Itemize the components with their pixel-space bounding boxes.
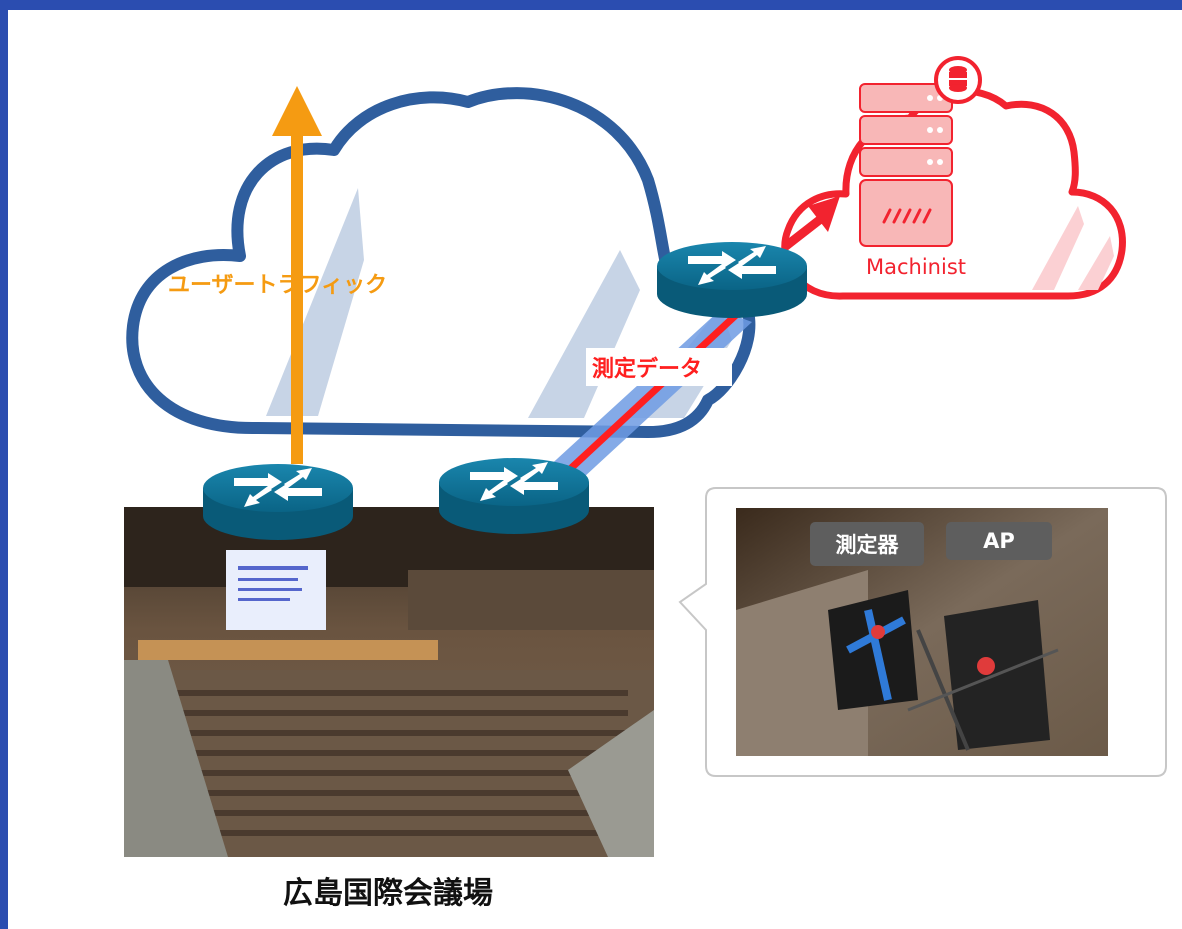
venue-caption: 広島国際会議場 <box>283 876 493 911</box>
user-traffic-label: ユーザートラフィック <box>168 273 387 298</box>
user-traffic-arrow <box>272 86 322 464</box>
measurement-data-label: 測定データ <box>592 356 702 382</box>
machinist-label: Machinist <box>866 255 966 279</box>
ap-tag: AP <box>946 522 1052 560</box>
conference-hall-photo <box>124 507 654 857</box>
router-icon <box>439 458 589 534</box>
upload-arrow <box>781 196 840 251</box>
network-diagram: ユーザートラフィック 測定データ Machinist <box>124 56 1167 857</box>
measurement-device-tag: 測定器 <box>810 522 924 566</box>
router-icon <box>657 242 807 318</box>
router-icon <box>203 464 353 540</box>
database-icon <box>934 56 982 104</box>
server-icon <box>859 83 953 247</box>
slide: ユーザートラフィック 測定データ Machinist 測定器 AP 広島国際会議… <box>8 10 1182 929</box>
